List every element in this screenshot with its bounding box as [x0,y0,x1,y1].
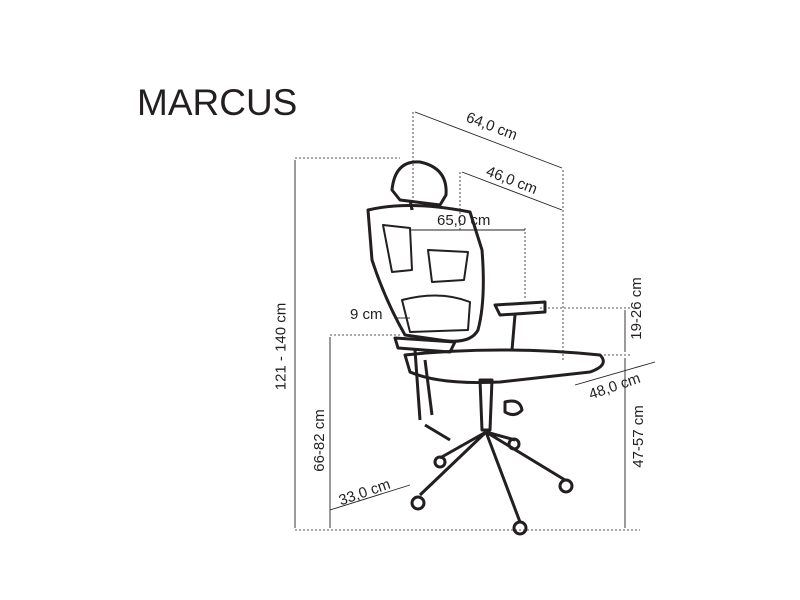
seat-height-label: 47-57 cm [629,405,647,468]
chair [366,160,605,536]
total-height-label: 121 - 140 cm [272,302,290,391]
armrest-offset-label: 9 cm [350,306,383,323]
armrest-height-label: 19-26 cm [627,277,645,340]
armrest-floor-height-label: 66-82 cm [310,409,328,472]
product-title: MARCUS [137,82,298,123]
dimension-arrows [294,111,656,528]
width-label: 65,0 cm [437,212,491,229]
dimension-lines [295,112,640,531]
